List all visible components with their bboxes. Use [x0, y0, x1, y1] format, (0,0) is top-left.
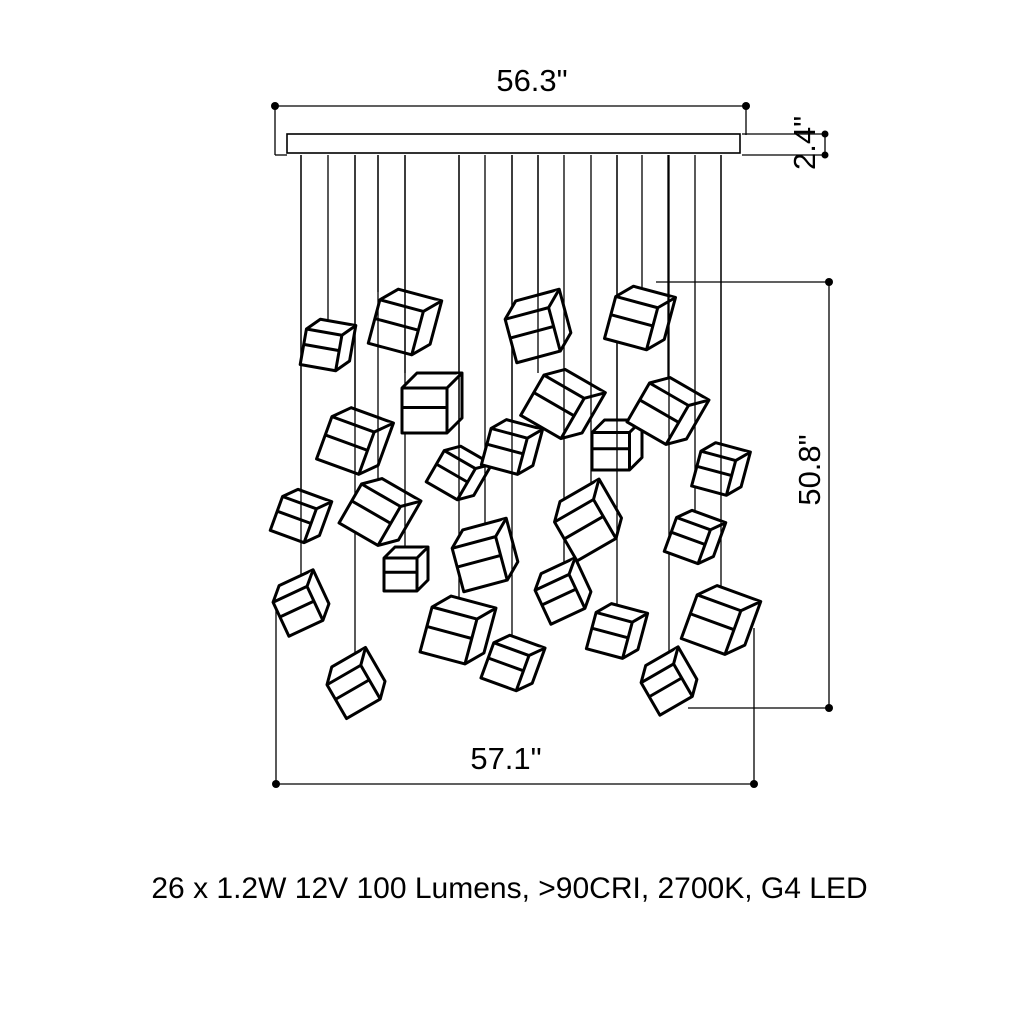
canopy-width-label: 56.3" [496, 63, 567, 98]
cube-shade [325, 645, 387, 721]
canopy [275, 133, 741, 156]
cube-shade [519, 367, 607, 441]
overall-width-label: 57.1" [470, 741, 541, 776]
cube-shade [479, 633, 547, 693]
cube-shade [400, 371, 464, 435]
cube-shade [450, 516, 520, 594]
cube-shade [298, 317, 358, 373]
cube-shade [553, 477, 623, 563]
cube-shade [533, 556, 593, 626]
pendant-group [268, 155, 763, 721]
cube-shade [337, 477, 423, 547]
canopy-height-label: 2.4" [787, 116, 822, 170]
canopy-width-dimension: 56.3" [271, 63, 750, 155]
canopy-height-dimension: 2.4" [742, 116, 829, 170]
cube-shade [602, 284, 678, 352]
cube-shade [679, 584, 763, 656]
spec-text: 26 x 1.2W 12V 100 Lumens, >90CRI, 2700K,… [151, 872, 868, 905]
cube-shade [662, 508, 728, 566]
drop-height-label: 50.8" [792, 434, 827, 505]
cube-shade [625, 376, 711, 446]
cube-shade [418, 594, 498, 666]
cube-shade [382, 545, 430, 593]
cube-shade [584, 602, 650, 660]
cube-shade [271, 568, 331, 638]
overall-width-dimension: 57.1" [272, 605, 758, 788]
cube-shade [639, 645, 699, 717]
drop-height-dimension: 50.8" [656, 278, 833, 712]
